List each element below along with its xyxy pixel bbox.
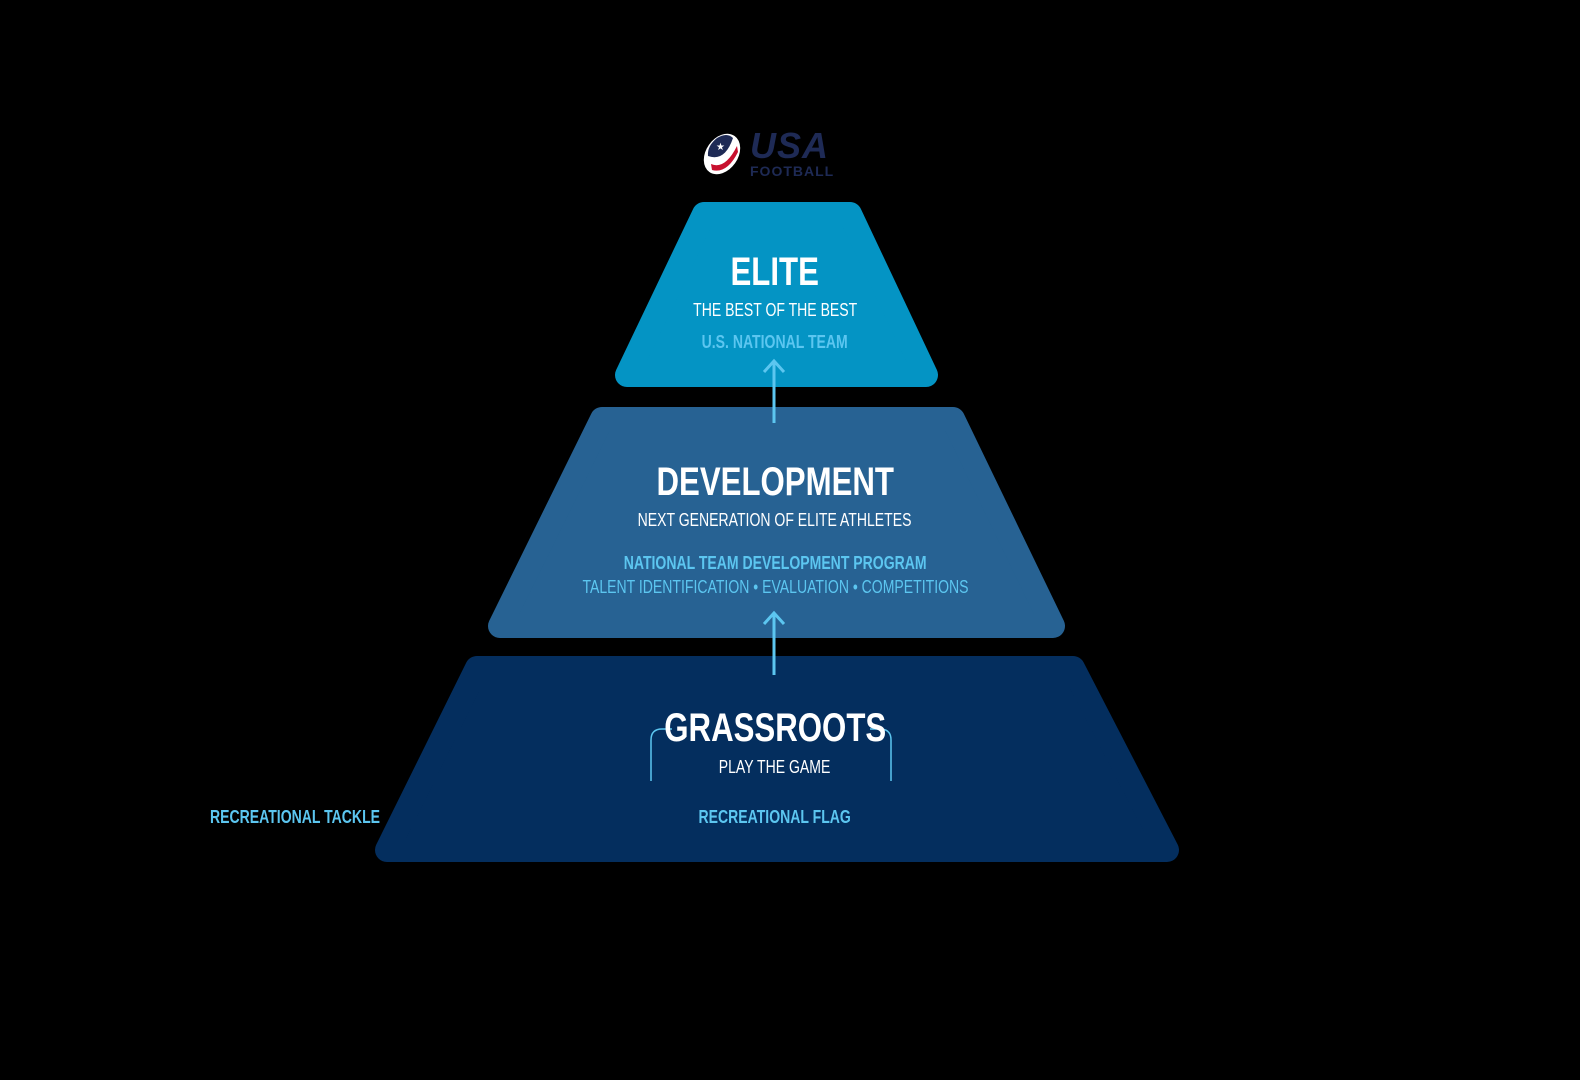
elite-tier-shape [615, 202, 938, 387]
bracket-left [650, 728, 672, 781]
development-title: DEVELOPMENT [656, 460, 894, 504]
development-details: TALENT IDENTIFICATION • EVALUATION • COM… [581, 577, 969, 597]
elite-tagline: THE BEST OF THE BEST [692, 300, 858, 320]
football-flag-logo-icon: ★ [703, 133, 741, 175]
grassroots-right-program: RECREATIONAL FLAG [698, 807, 852, 827]
development-tier-shape [488, 407, 1065, 638]
grassroots-title: GRASSROOTS [664, 706, 886, 750]
development-tagline: NEXT GENERATION OF ELITE ATHLETES [638, 510, 912, 530]
development-program: NATIONAL TEAM DEVELOPMENT PROGRAM [623, 553, 927, 573]
logo-title: USA [750, 125, 830, 166]
elite-title: ELITE [730, 250, 820, 294]
arrow-up-icon [762, 610, 786, 675]
logo-subtitle: FOOTBALL [750, 163, 835, 179]
svg-text:★: ★ [716, 142, 725, 153]
arrow-up-icon [762, 358, 786, 423]
grassroots-tier-shape [375, 656, 1179, 862]
elite-program: U.S. NATIONAL TEAM [701, 332, 849, 352]
grassroots-tagline: PLAY THE GAME [719, 757, 831, 777]
grassroots-left-program: RECREATIONAL TACKLE [209, 807, 381, 827]
bracket-right [870, 728, 892, 781]
logo-wordmark: USA FOOTBALL [750, 125, 835, 179]
